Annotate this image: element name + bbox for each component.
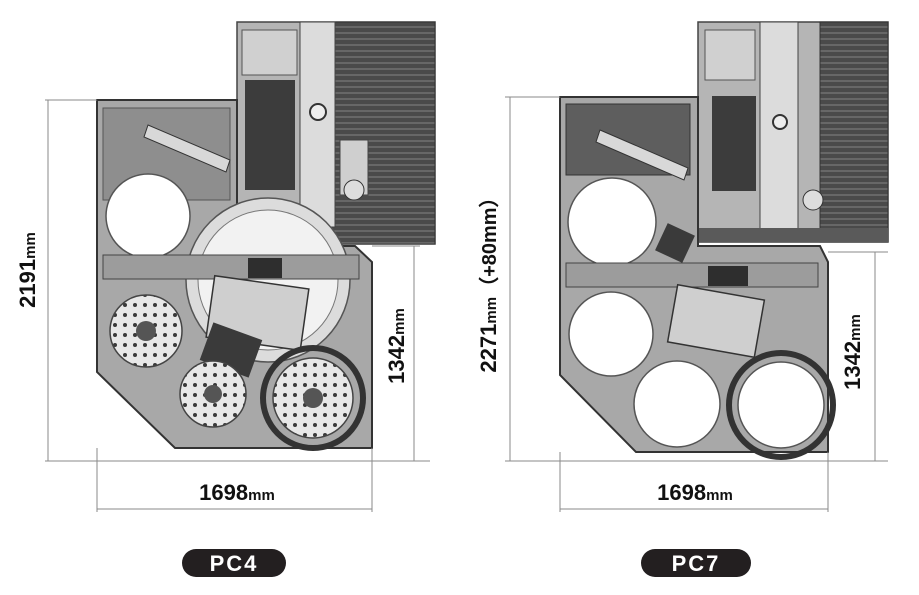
pc4-top-assembly [236, 21, 436, 245]
svg-text:2191mm: 2191mm [15, 232, 40, 308]
pc7-blank-disc-bottom [633, 360, 721, 448]
pc4-width-unit: mm [248, 487, 275, 504]
pc4-height-dimension: 2191mm [15, 232, 40, 308]
pc4-height-unit: mm [22, 232, 39, 259]
pc7-model-badge: PC7 [641, 549, 751, 577]
pc7-height-value: 2271 [476, 324, 501, 373]
pc7-blank-disc-right [726, 350, 836, 460]
svg-text:1342mm: 1342mm [840, 314, 865, 390]
pc7-width-dimension: 1698mm [657, 480, 733, 505]
pc4-width-value: 1698 [199, 480, 248, 505]
svg-text:2271mm（+80mm）: 2271mm（+80mm） [476, 187, 501, 372]
pc7-top-assembly [697, 21, 889, 243]
pc7-width-unit: mm [706, 487, 733, 504]
pc4-side-dimension: 1342mm [384, 308, 409, 384]
pc4-figure: 2191mm 1342mm 1698mm PC4 [15, 21, 436, 577]
pc7-side-dimension: 1342mm [840, 314, 865, 390]
pc7-dimension-lines [505, 96, 888, 512]
pc4-dimension-lines [45, 99, 430, 512]
svg-text:1342mm: 1342mm [384, 308, 409, 384]
pc4-feeder-bowl-right [260, 345, 366, 451]
pc7-side-value: 1342 [840, 341, 865, 390]
pc7-width-value: 1698 [657, 480, 706, 505]
pc7-height-dimension: 2271mm（+80mm） [476, 187, 501, 372]
pc4-width-dimension: 1698mm [199, 480, 275, 505]
pc4-side-value: 1342 [384, 335, 409, 384]
pc4-side-unit: mm [391, 308, 408, 335]
pc4-feeder-bowl-middle [179, 360, 247, 428]
pc4-cross-beam [102, 254, 360, 280]
pc4-model-badge: PC4 [182, 549, 286, 577]
pc7-model-label: PC7 [672, 551, 721, 576]
pc7-side-unit: mm [847, 314, 864, 341]
pc4-height-value: 2191 [15, 259, 40, 308]
pc7-blank-disc-left [568, 291, 654, 377]
pc4-feeder-bowl-left [109, 294, 183, 368]
pc7-figure: 2271mm（+80mm） 1342mm 1698mm PC7 [476, 21, 889, 577]
pc7-blank-disc-top [567, 177, 657, 267]
pc4-blank-disc-top [105, 173, 191, 259]
pc7-height-note: （+80mm） [478, 187, 501, 297]
pc4-model-label: PC4 [210, 551, 259, 576]
pc7-height-unit: mm [483, 297, 500, 324]
pc7-robot-unit [666, 283, 766, 359]
pc7-cross-beam [565, 262, 819, 288]
